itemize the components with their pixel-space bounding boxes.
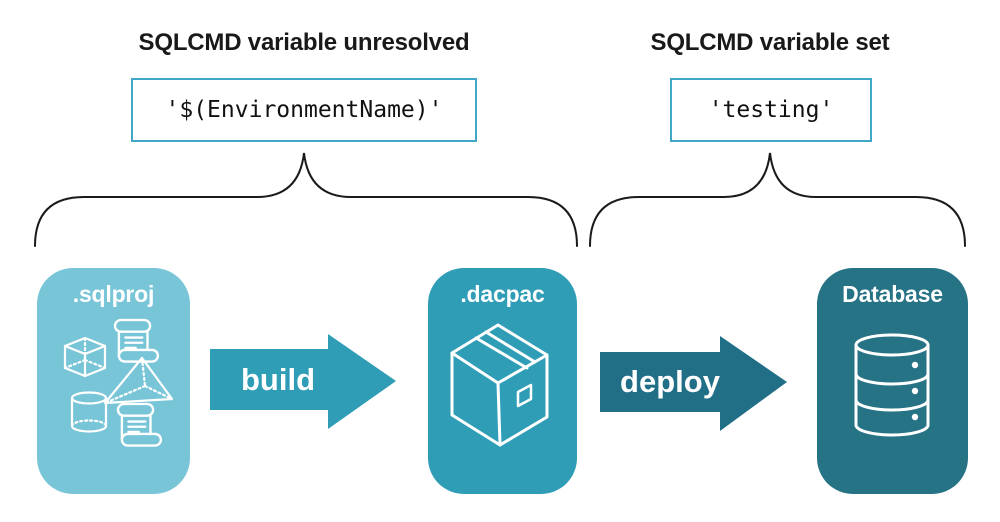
code-box-set: 'testing' (670, 78, 872, 142)
database-icon (854, 333, 930, 437)
node-database-label: Database (842, 281, 943, 307)
package-icon (450, 323, 549, 447)
build-arrow-label: build (240, 362, 316, 397)
cylinder-icon (70, 391, 108, 433)
code-box-unresolved: '$(EnvironmentName)' (131, 78, 477, 142)
heading-variable-unresolved: SQLCMD variable unresolved (138, 29, 470, 56)
script-scroll-icon (116, 402, 163, 447)
sql-objects-icon (63, 318, 174, 447)
build-arrow (210, 334, 396, 429)
deploy-arrow (600, 336, 787, 431)
script-scroll-icon (113, 318, 160, 363)
deploy-arrow-label: deploy (620, 364, 720, 399)
pyramid-icon (103, 356, 174, 405)
node-database: Database (817, 268, 968, 494)
build-arrow-shape (210, 334, 396, 429)
node-sqlproj-label: .sqlproj (72, 281, 155, 307)
node-dacpac-label: .dacpac (460, 281, 545, 307)
heading-variable-set: SQLCMD variable set (650, 29, 890, 56)
code-text-testing: 'testing' (708, 97, 834, 123)
node-dacpac: .dacpac (428, 268, 577, 494)
left-brace (34, 152, 578, 247)
node-sqlproj: .sqlproj (37, 268, 190, 494)
cube-icon (63, 336, 107, 378)
right-brace (589, 152, 966, 247)
deploy-arrow-shape (600, 336, 787, 431)
code-text-environment-name: '$(EnvironmentName)' (165, 97, 443, 123)
